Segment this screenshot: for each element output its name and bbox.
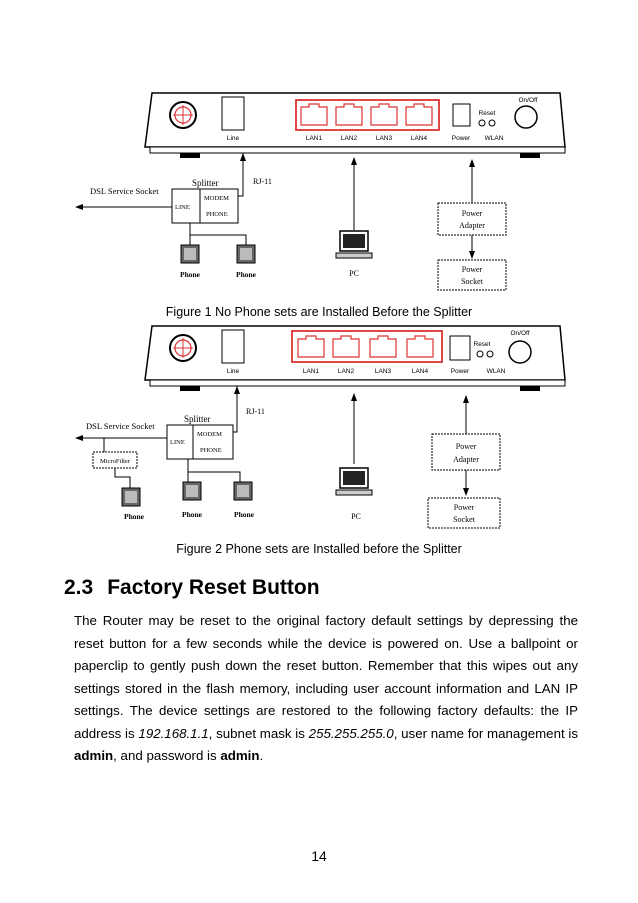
lan3-label: LAN3 (376, 135, 393, 142)
power-socket-label-1: Power (462, 265, 483, 274)
power-adapter-box (431, 433, 501, 471)
splitter-box (166, 424, 234, 460)
phone-label: Phone (124, 512, 145, 521)
line-label: LINE (175, 204, 190, 211)
splitter-label: Splitter (184, 414, 211, 424)
onoff-label: On/Off (510, 330, 529, 337)
wlan-label: WLAN (485, 135, 504, 142)
modem-label: MODEM (197, 431, 222, 438)
lan-ports-highlight (295, 99, 440, 131)
phone-icon (121, 487, 141, 507)
lan4-label: LAN4 (411, 135, 428, 142)
phone-port-label: PHONE (206, 211, 228, 218)
body-text: , user name for management is (393, 725, 579, 741)
phone-icon (233, 481, 253, 501)
reset-label: Reset (479, 110, 496, 117)
phone-label: Phone (234, 510, 255, 519)
body-text: . (259, 748, 264, 763)
pc-label: PC (349, 269, 359, 278)
section-heading: 2.3 Factory Reset Button (64, 576, 320, 600)
figure-2-caption: Figure 2 Phone sets are Installed before… (176, 542, 462, 556)
microfilter-label: MicroFilter (100, 458, 131, 465)
dsl-socket-label: DSL Service Socket (86, 421, 155, 431)
pc-label: PC (351, 512, 361, 521)
body-paragraph: The Router may be reset to the original … (74, 610, 578, 768)
power-switch-icon (508, 340, 532, 364)
phone-label: Phone (236, 270, 257, 279)
splitter-box (171, 188, 239, 224)
body-text: The Router may be reset to the original … (74, 613, 578, 741)
lan-ports-highlight (291, 330, 443, 363)
default-password: admin (220, 748, 260, 763)
power-port-label: Power (452, 135, 471, 142)
lan1-label: LAN1 (303, 368, 320, 375)
phone-icon (182, 481, 202, 501)
modem-label: MODEM (204, 195, 229, 202)
power-switch-icon (514, 105, 538, 129)
phone-icon (236, 244, 256, 264)
page-number: 14 (311, 848, 327, 864)
figure-1-caption: Figure 1 No Phone sets are Installed Bef… (165, 305, 473, 319)
lan4-label: LAN4 (412, 368, 429, 375)
section-number: 2.3 (64, 576, 94, 599)
default-ip: 192.168.1.1 (138, 725, 209, 741)
power-port-label: Power (451, 368, 470, 375)
lan1-label: LAN1 (306, 135, 323, 142)
figure-2-diagram: Line LAN1 LAN2 LAN3 LAN4 Power Reset WLA… (75, 325, 566, 529)
power-adapter-label-2: Adapter (459, 221, 485, 230)
dsl-socket-label: DSL Service Socket (90, 186, 159, 196)
power-socket-box (437, 259, 507, 291)
default-username: admin (74, 748, 114, 763)
phone-port-label: PHONE (200, 447, 222, 454)
power-adapter-label-1: Power (456, 442, 477, 451)
power-socket-box (427, 497, 501, 529)
figure-2: Line LAN1 LAN2 LAN3 LAN4 Power Reset WLA… (60, 322, 580, 532)
line-label: LINE (170, 439, 185, 446)
wlan-label: WLAN (487, 368, 506, 375)
power-socket-label-1: Power (454, 503, 475, 512)
lan2-label: LAN2 (341, 135, 358, 142)
power-socket-label-2: Socket (453, 515, 476, 524)
rj11-label: RJ-11 (253, 177, 272, 186)
section-title: Factory Reset Button (107, 576, 320, 599)
figure-1-diagram: Line LAN1 LAN2 LAN3 LAN4 Power Reset WLA… (75, 92, 566, 291)
pc-icon (335, 230, 373, 259)
lan3-label: LAN3 (375, 368, 392, 375)
reset-label: Reset (474, 341, 491, 348)
power-socket-label-2: Socket (461, 277, 484, 286)
body-text: , subnet mask is (208, 725, 309, 741)
phone-label: Phone (180, 270, 201, 279)
phone-icon (180, 244, 200, 264)
splitter-label: Splitter (192, 178, 219, 188)
rj11-label: RJ-11 (246, 407, 265, 416)
power-adapter-label-2: Adapter (453, 455, 479, 464)
onoff-label: On/Off (518, 97, 537, 104)
power-adapter-box (437, 202, 507, 236)
default-subnet-mask: 255.255.255.0 (308, 725, 394, 741)
power-adapter-label-1: Power (462, 209, 483, 218)
body-text: , and password is (113, 748, 221, 763)
lan2-label: LAN2 (338, 368, 355, 375)
figure-1: Line LAN1 LAN2 LAN3 LAN4 Power Reset WLA… (60, 85, 580, 300)
phone-label: Phone (182, 510, 203, 519)
line-port-label: Line (227, 368, 240, 375)
pc-icon (335, 467, 373, 496)
line-port-label: Line (227, 135, 240, 142)
